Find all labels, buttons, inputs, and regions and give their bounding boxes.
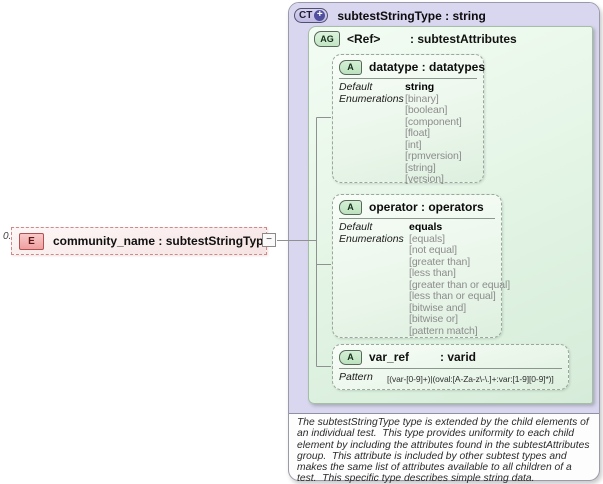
enum-value: [float] <box>405 127 430 139</box>
complextype-badge[interactable]: CT+ <box>294 8 329 23</box>
complextype-header: CT+ subtestStringType : string <box>294 8 486 23</box>
enum-value: [string] <box>405 161 436 174</box>
enum-value: [binary] <box>405 92 439 105</box>
attribute-title: operator : operators <box>369 200 484 214</box>
attributegroup-header[interactable]: AG <Ref> : subtestAttributes <box>314 31 517 47</box>
pattern-label: Pattern <box>339 371 373 383</box>
enum-value: [bitwise and] <box>409 301 467 314</box>
attribute-badge: A <box>339 349 362 365</box>
attribute-box-datatype[interactable]: A datatype : datatypes Default Enumerati… <box>332 54 485 186</box>
annotation-text: The subtestStringType type is extended b… <box>297 417 593 484</box>
enum-value: [not equal] <box>409 244 457 256</box>
collapse-toggle[interactable]: − <box>262 233 276 247</box>
attributegroup-name: <Ref> <box>347 32 381 46</box>
attributegroup-panel: AG <Ref> : subtestAttributes A datatype … <box>308 26 593 404</box>
attribute-header: A var_ref : varid <box>339 349 562 365</box>
facet-labels: Default Enumerations <box>339 81 405 105</box>
facet-values: string [binary][boolean][component][floa… <box>405 81 462 186</box>
complextype-container: CT+ subtestStringType : string AG <Ref> … <box>288 2 600 484</box>
attribute-facets: Pattern [(var-[0-9]+)|(oval:[A-Za-z\-\.]… <box>339 371 562 384</box>
enum-value: [bitwise or] <box>409 313 458 325</box>
enum-value: [rpmversion] <box>405 150 462 162</box>
divider <box>339 78 477 79</box>
facet-labels: Default Enumerations <box>339 221 409 245</box>
attribute-box-var-ref[interactable]: A var_ref : varid Pattern [(var-[0-9]+)|… <box>332 344 569 390</box>
complextype-title: subtestStringType : string <box>337 8 486 23</box>
enum-value: [less than or equal] <box>409 290 496 302</box>
divider <box>339 368 562 369</box>
enum-value: [version] <box>405 173 444 185</box>
enum-value: [component] <box>405 115 462 128</box>
attribute-name: var_ref <box>369 350 410 364</box>
attribute-header: A operator : operators <box>339 199 495 215</box>
enum-value: [int] <box>405 138 422 151</box>
enum-value: [pattern match] <box>409 324 478 337</box>
complextype-badge-label: CT <box>299 9 313 21</box>
enumeration-list: [equals][not equal][greater than][less t… <box>409 232 511 338</box>
attribute-facets: Default Enumerations string [binary][boo… <box>339 81 477 186</box>
enum-value: [equals] <box>409 232 445 245</box>
attributegroup-badge: AG <box>314 31 340 47</box>
default-value: equals <box>409 221 443 233</box>
attributegroup-type: : subtestAttributes <box>410 32 517 46</box>
element-badge: E <box>19 232 44 250</box>
enum-value: [greater than] <box>409 255 471 268</box>
enumeration-list: [binary][boolean][component][float][int]… <box>405 92 462 186</box>
attribute-facets: Default Enumerations equals [equals][not… <box>339 221 510 337</box>
enum-value: [less than] <box>409 267 456 279</box>
enumerations-label: Enumerations <box>339 232 404 245</box>
attribute-box-operator[interactable]: A operator : operators Default Enumerati… <box>332 194 510 338</box>
complextype-panel: CT+ subtestStringType : string AG <Ref> … <box>289 3 599 414</box>
attribute-title: datatype : datatypes <box>369 60 486 74</box>
enum-value: [greater than or equal] <box>409 278 511 291</box>
attribute-type: : varid <box>440 350 477 364</box>
divider <box>339 218 495 219</box>
facet-values: equals [equals][not equal][greater than]… <box>409 221 511 338</box>
default-value: string <box>405 81 435 93</box>
element-label: community_name : subtestStringType <box>53 234 271 248</box>
default-label: Default <box>339 81 373 93</box>
attribute-badge: A <box>339 199 362 215</box>
attribute-header: A datatype : datatypes <box>339 59 485 75</box>
pattern-value: [(var-[0-9]+)|(oval:[A-Za-z\-\.]+:var:[1… <box>387 374 554 384</box>
enum-value: [boolean] <box>405 104 448 116</box>
attribute-badge: A <box>339 59 362 75</box>
element-node-community-name[interactable]: E community_name : subtestStringType <box>11 227 271 255</box>
enumerations-label: Enumerations <box>339 92 404 105</box>
expand-plus-icon: + <box>314 10 326 21</box>
default-label: Default <box>339 221 373 233</box>
